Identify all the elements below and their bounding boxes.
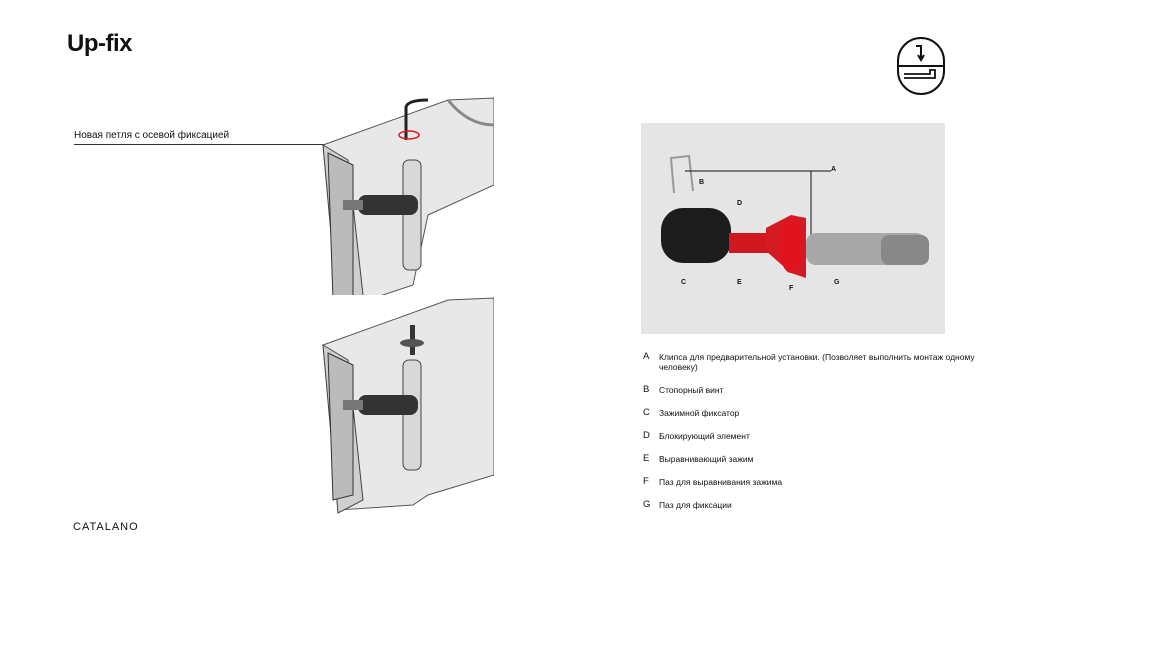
installation-icon [897, 37, 945, 95]
brand-logo: CATALANO [73, 521, 139, 533]
callout-line [74, 144, 404, 145]
diagram-label-b: B [699, 179, 705, 186]
legend-key: F [643, 476, 649, 487]
diagram-label-a: A [831, 166, 837, 173]
upfix-components-diagram: A B C D E F G [641, 123, 945, 334]
diagram-label-d: D [737, 200, 743, 207]
components-drawing [661, 154, 929, 278]
legend-key: C [643, 407, 650, 418]
legend-item: D Блокирующий элемент [643, 430, 1013, 442]
legend-text: Стопорный винт [659, 385, 724, 395]
diagram-label-e: E [737, 279, 742, 286]
toilet-illustration-bottom [322, 297, 494, 514]
legend-key: E [643, 453, 650, 464]
legend-item: B Стопорный винт [643, 384, 1013, 396]
legend-item: A Клипса для предварительной установки. (… [643, 351, 1013, 373]
legend-text: Клипса для предварительной установки. (П… [659, 352, 975, 372]
legend-text: Зажимной фиксатор [659, 408, 740, 418]
legend-text: Паз для фиксации [659, 500, 732, 510]
page-title: Up-fix [67, 30, 133, 57]
legend-key: D [643, 430, 650, 441]
legend-text: Выравнивающий зажим [659, 454, 754, 464]
legend-item: F Паз для выравнивания зажима [643, 476, 1013, 488]
legend-key: G [643, 499, 651, 510]
legend-text: Паз для выравнивания зажима [659, 477, 783, 487]
legend-item: E Выравнивающий зажим [643, 453, 1013, 465]
diagram-label-f: F [789, 285, 794, 292]
legend-key: A [643, 351, 650, 362]
legend-key: B [643, 384, 650, 395]
legend-item: G Паз для фиксации [643, 499, 1013, 511]
component-legend: A Клипса для предварительной установки. (… [643, 352, 1013, 523]
diagram-label-c: C [681, 279, 687, 286]
callout-label: Новая петля с осевой фиксацией [74, 130, 230, 141]
diagram-label-g: G [834, 279, 840, 286]
legend-item: C Зажимной фиксатор [643, 407, 1013, 419]
legend-text: Блокирующий элемент [659, 431, 750, 441]
toilet-illustration-top [322, 97, 494, 295]
